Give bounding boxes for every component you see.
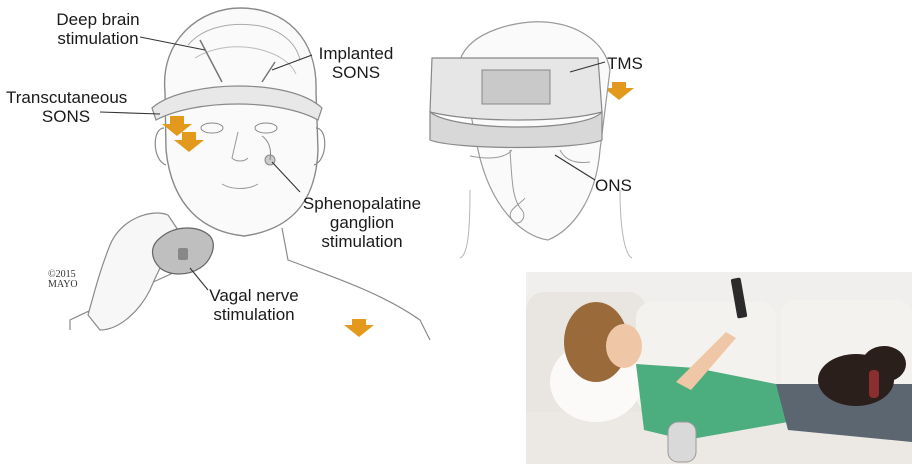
tms-coil [482,70,550,104]
label-vagal-nerve-stimulation: Vagal nerve stimulation [204,286,304,324]
label-sphenopalatine-ganglion-stimulation: Sphenopalatine ganglion stimulation [300,194,424,251]
copyright-mayo: ©2015 MAYO [48,270,78,290]
label-transcutaneous-sons: Transcutaneous SONS [6,88,126,126]
label-implanted-sons: Implanted SONS [316,44,396,82]
label-deep-brain-stimulation: Deep brain stimulation [48,10,148,48]
patient-photo [526,272,912,464]
label-tms: TMS [607,54,643,73]
label-ons: ONS [595,176,632,195]
